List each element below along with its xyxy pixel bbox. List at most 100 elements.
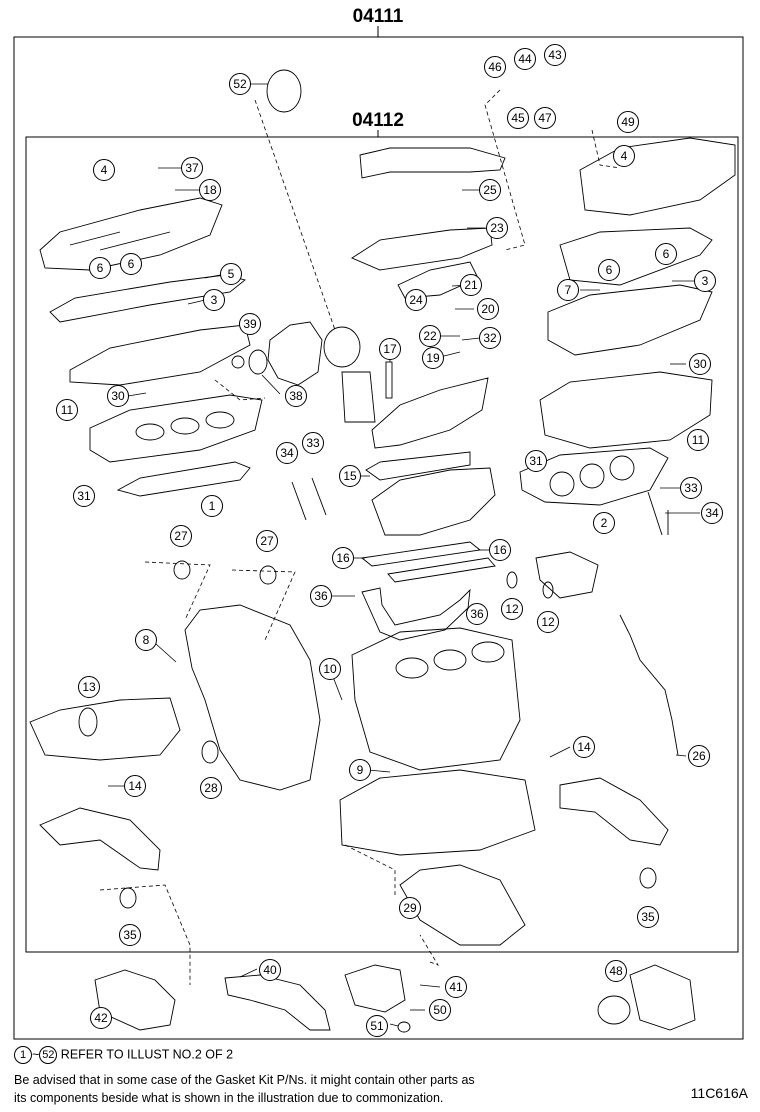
callout-34: 34 bbox=[276, 442, 298, 464]
callout-number: 2 bbox=[601, 516, 608, 530]
callout-number: 29 bbox=[403, 901, 417, 915]
callout-number: 38 bbox=[289, 389, 303, 403]
callout-number: 25 bbox=[483, 183, 497, 197]
outer-frame bbox=[13, 36, 744, 1040]
callout-circle bbox=[534, 107, 556, 129]
callout-circle bbox=[339, 465, 361, 487]
callout-3: 3 bbox=[203, 289, 225, 311]
callout-number: 4 bbox=[101, 163, 108, 177]
callout-number: 40 bbox=[263, 963, 277, 977]
callout-circle bbox=[489, 539, 511, 561]
callout-circle bbox=[181, 157, 203, 179]
callout-circle bbox=[466, 603, 488, 625]
callout-number: 36 bbox=[314, 589, 328, 603]
callout-49: 49 bbox=[617, 111, 639, 133]
callout-circle bbox=[507, 107, 529, 129]
callout-number: 14 bbox=[577, 740, 591, 754]
refer-note: 1~52 REFER TO ILLUST NO.2 OF 2 bbox=[14, 1046, 233, 1064]
callout-number: 31 bbox=[529, 454, 543, 468]
callout-number: 47 bbox=[538, 111, 552, 125]
callout-circle bbox=[199, 179, 221, 201]
callout-number: 6 bbox=[128, 257, 135, 271]
callout-number: 3 bbox=[211, 293, 218, 307]
callout-39: 39 bbox=[239, 313, 261, 335]
callout-4: 4 bbox=[93, 159, 115, 181]
callout-circle bbox=[501, 598, 523, 620]
callout-number: 36 bbox=[470, 607, 484, 621]
callout-number: 26 bbox=[692, 749, 706, 763]
callout-number: 11 bbox=[692, 433, 705, 447]
callout-number: 6 bbox=[606, 263, 613, 277]
callout-9: 9 bbox=[349, 759, 371, 781]
callout-number: 43 bbox=[548, 48, 562, 62]
callout-circle bbox=[422, 347, 444, 369]
callout-17: 17 bbox=[379, 338, 401, 360]
callout-number: 39 bbox=[243, 317, 257, 331]
callout-circle bbox=[399, 897, 421, 919]
ref-from-circle: 1 bbox=[14, 1046, 32, 1064]
callout-number: 22 bbox=[423, 329, 437, 343]
ref-sep: ~ bbox=[32, 1047, 40, 1062]
callout-circle bbox=[593, 512, 615, 534]
callout-circle bbox=[557, 279, 579, 301]
advisory-line-1: Be advised that in some case of the Gask… bbox=[14, 1073, 475, 1087]
callout-number: 31 bbox=[77, 489, 91, 503]
callout-circle bbox=[89, 257, 111, 279]
callout-circle bbox=[537, 611, 559, 633]
callout-number: 21 bbox=[464, 278, 478, 292]
callout-number: 12 bbox=[541, 615, 555, 629]
callout-number: 35 bbox=[641, 910, 655, 924]
callout-circle bbox=[259, 959, 281, 981]
callout-circle bbox=[544, 44, 566, 66]
callout-number: 15 bbox=[343, 469, 357, 483]
callout-12: 12 bbox=[537, 611, 559, 633]
callout-12: 12 bbox=[501, 598, 523, 620]
callout-number: 13 bbox=[82, 680, 96, 694]
callout-circle bbox=[349, 759, 371, 781]
callout-number: 49 bbox=[621, 115, 635, 129]
callout-circle bbox=[429, 999, 451, 1021]
callout-number: 33 bbox=[306, 436, 320, 450]
callout-number: 16 bbox=[493, 543, 507, 557]
callout-circle bbox=[124, 775, 146, 797]
callout-number: 23 bbox=[490, 221, 504, 235]
callout-number: 28 bbox=[204, 781, 218, 795]
callout-circle bbox=[319, 658, 341, 680]
callout-circle bbox=[200, 777, 222, 799]
callout-number: 34 bbox=[280, 446, 294, 460]
callout-circle bbox=[220, 263, 242, 285]
callout-31: 31 bbox=[73, 485, 95, 507]
callout-circle bbox=[689, 353, 711, 375]
callout-circle bbox=[573, 736, 595, 758]
callout-circle bbox=[680, 477, 702, 499]
callout-22: 22 bbox=[419, 325, 441, 347]
callout-11: 11 bbox=[56, 399, 78, 421]
callout-circle bbox=[256, 530, 278, 552]
callout-circle bbox=[120, 253, 142, 275]
callout-19: 19 bbox=[422, 347, 444, 369]
callout-21: 21 bbox=[460, 274, 482, 296]
callout-number: 30 bbox=[693, 357, 707, 371]
callout-circle bbox=[445, 976, 467, 998]
callout-26: 26 bbox=[688, 745, 710, 767]
callout-number: 51 bbox=[370, 1019, 384, 1033]
callout-circle bbox=[310, 585, 332, 607]
callout-circle bbox=[486, 217, 508, 239]
callout-30: 30 bbox=[107, 385, 129, 407]
callout-13: 13 bbox=[78, 676, 100, 698]
callout-36: 36 bbox=[310, 585, 332, 607]
callout-number: 14 bbox=[128, 779, 142, 793]
callout-29: 29 bbox=[399, 897, 421, 919]
callout-circle bbox=[107, 385, 129, 407]
callout-number: 44 bbox=[518, 52, 532, 66]
callout-47: 47 bbox=[534, 107, 556, 129]
callout-circle bbox=[379, 338, 401, 360]
callout-circle bbox=[479, 327, 501, 349]
callout-37: 37 bbox=[181, 157, 203, 179]
callout-number: 11 bbox=[61, 403, 74, 417]
callout-number: 42 bbox=[94, 1011, 108, 1025]
callout-circle bbox=[56, 399, 78, 421]
part-drawings bbox=[29, 69, 736, 1033]
callout-2: 2 bbox=[593, 512, 615, 534]
ref-text: REFER TO ILLUST NO.2 OF 2 bbox=[60, 1047, 234, 1062]
